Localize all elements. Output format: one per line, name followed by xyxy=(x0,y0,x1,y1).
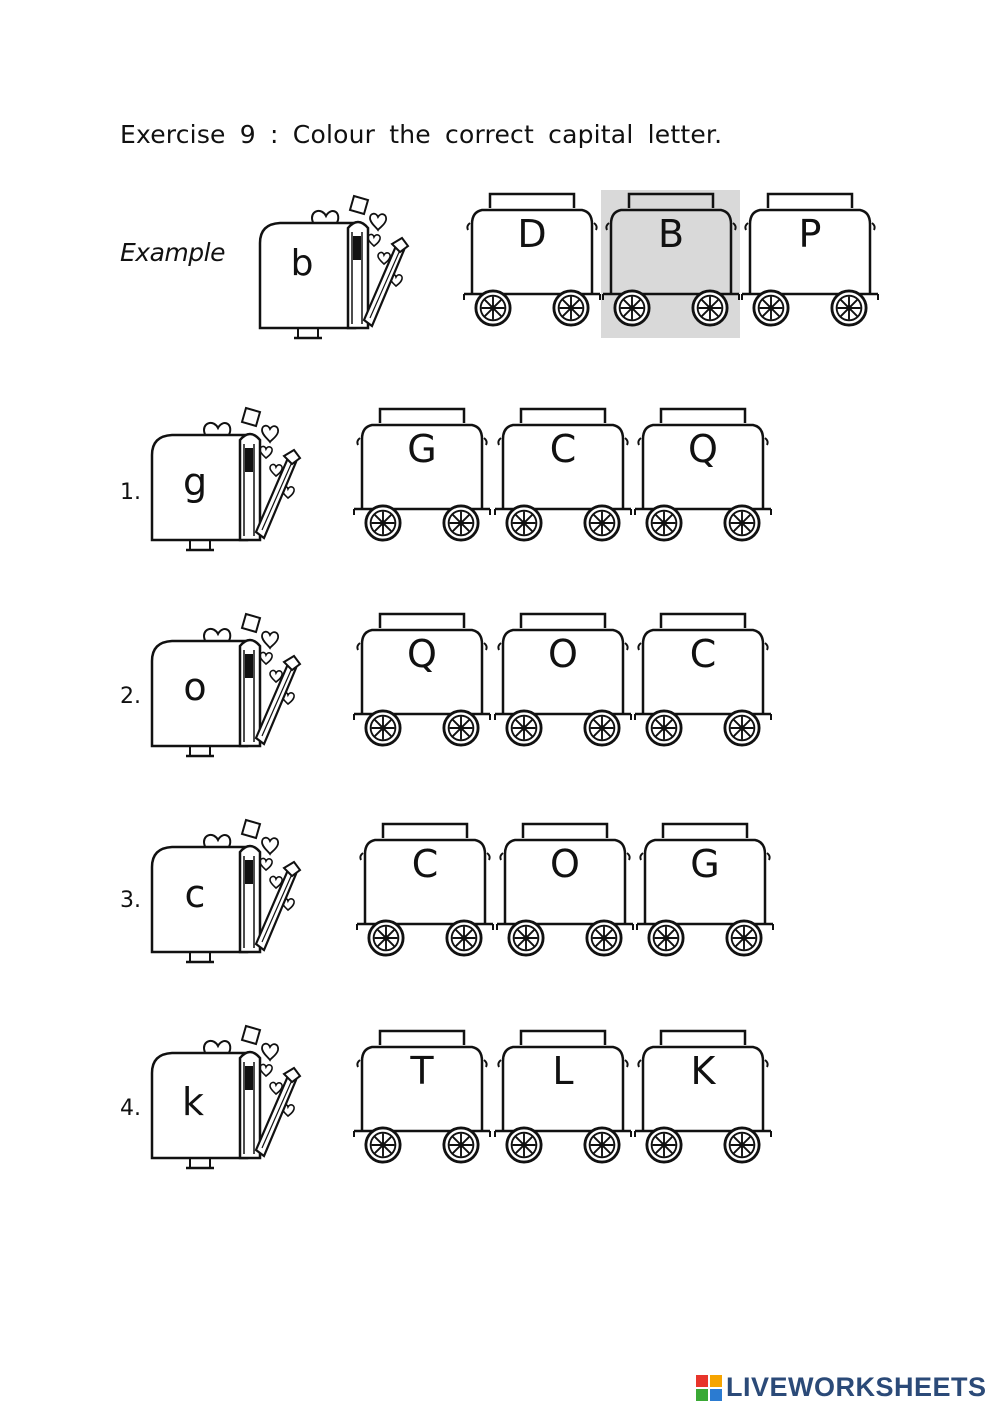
lowercase-letter: c xyxy=(184,872,206,916)
question-number: 2. xyxy=(120,684,141,709)
example-train-car-2[interactable]: B xyxy=(601,190,741,335)
train-car-letter: D xyxy=(517,212,547,256)
question-number: 1. xyxy=(120,480,141,505)
train-car-letter: Q xyxy=(407,632,437,676)
train-car-letter: C xyxy=(689,632,717,676)
question-number: 3. xyxy=(120,888,141,913)
train-car-q4-3[interactable]: K xyxy=(633,1027,773,1172)
train-car-letter: O xyxy=(548,632,578,676)
train-car-q4-1[interactable]: T xyxy=(352,1027,492,1172)
train-car-letter: O xyxy=(550,842,580,886)
liveworksheets-logo: LIVEWORKSHEETS xyxy=(696,1372,987,1403)
lowercase-letter: k xyxy=(181,1080,204,1124)
question-number: 4. xyxy=(120,1096,141,1121)
train-car-q2-3[interactable]: C xyxy=(633,610,773,755)
exercise-instruction: Exercise 9 : Colour the correct capital … xyxy=(120,120,723,149)
logo-text: LIVEWORKSHEETS xyxy=(726,1372,987,1402)
train-car-letter: C xyxy=(549,427,577,471)
train-car-q2-1[interactable]: Q xyxy=(352,610,492,755)
train-car-letter: K xyxy=(690,1049,716,1093)
lowercase-letter: o xyxy=(183,665,207,709)
train-car-letter: L xyxy=(552,1049,574,1093)
train-car-letter: B xyxy=(657,212,685,256)
train-car-letter: C xyxy=(411,842,439,886)
lowercase-letter: g xyxy=(182,460,208,504)
example-train-car-1[interactable]: D xyxy=(462,190,602,335)
train-car-q4-2[interactable]: L xyxy=(493,1027,633,1172)
train-car-q3-3[interactable]: G xyxy=(635,820,775,965)
train-car-letter: T xyxy=(410,1049,434,1093)
train-car-q2-2[interactable]: O xyxy=(493,610,633,755)
train-car-q1-1[interactable]: G xyxy=(352,405,492,550)
train-car-q1-3[interactable]: Q xyxy=(633,405,773,550)
train-car-letter: G xyxy=(407,427,437,471)
train-car-letter: Q xyxy=(688,427,718,471)
example-train-car-3[interactable]: P xyxy=(740,190,880,335)
example-lowercase-letter: b xyxy=(290,243,314,284)
train-car-q3-2[interactable]: O xyxy=(495,820,635,965)
train-car-q3-1[interactable]: C xyxy=(355,820,495,965)
liveworksheets-logo-icon xyxy=(696,1374,722,1401)
train-car-letter: G xyxy=(690,842,720,886)
train-car-letter: P xyxy=(798,212,822,256)
example-label: Example xyxy=(120,238,225,267)
train-car-q1-2[interactable]: C xyxy=(493,405,633,550)
